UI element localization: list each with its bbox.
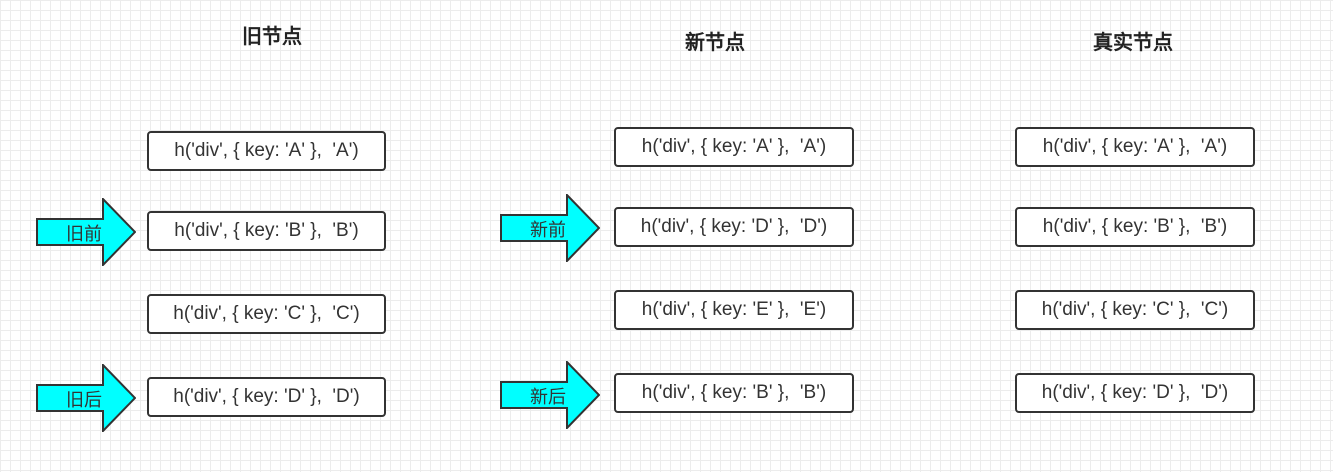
new-nodes-heading: 新节点 — [685, 30, 745, 54]
arrow-right-icon — [500, 194, 600, 262]
new-start-pointer: 新前 — [500, 194, 600, 262]
real-node-c: h('div', { key: 'C' }, 'C') — [1015, 290, 1255, 330]
old-node-d: h('div', { key: 'D' }, 'D') — [147, 377, 386, 417]
real-node-d: h('div', { key: 'D' }, 'D') — [1015, 373, 1255, 413]
old-end-pointer: 旧后 — [36, 364, 136, 432]
real-node-b: h('div', { key: 'B' }, 'B') — [1015, 207, 1255, 247]
new-node-d: h('div', { key: 'D' }, 'D') — [614, 207, 854, 247]
new-node-a: h('div', { key: 'A' }, 'A') — [614, 127, 854, 167]
old-node-a: h('div', { key: 'A' }, 'A') — [147, 131, 386, 171]
old-start-label: 旧前 — [66, 224, 102, 245]
new-end-pointer: 新后 — [500, 361, 600, 429]
old-end-label: 旧后 — [66, 390, 102, 411]
new-node-e: h('div', { key: 'E' }, 'E') — [614, 290, 854, 330]
real-nodes-heading: 真实节点 — [1093, 30, 1173, 54]
new-node-b: h('div', { key: 'B' }, 'B') — [614, 373, 854, 413]
old-nodes-heading: 旧节点 — [242, 24, 302, 48]
old-start-pointer: 旧前 — [36, 198, 136, 266]
arrow-right-icon — [500, 361, 600, 429]
arrow-right-icon — [36, 364, 136, 432]
new-end-label: 新后 — [530, 387, 566, 408]
old-node-b: h('div', { key: 'B' }, 'B') — [147, 211, 386, 251]
new-start-label: 新前 — [530, 220, 566, 241]
old-node-c: h('div', { key: 'C' }, 'C') — [147, 294, 386, 334]
arrow-right-icon — [36, 198, 136, 266]
real-node-a: h('div', { key: 'A' }, 'A') — [1015, 127, 1255, 167]
